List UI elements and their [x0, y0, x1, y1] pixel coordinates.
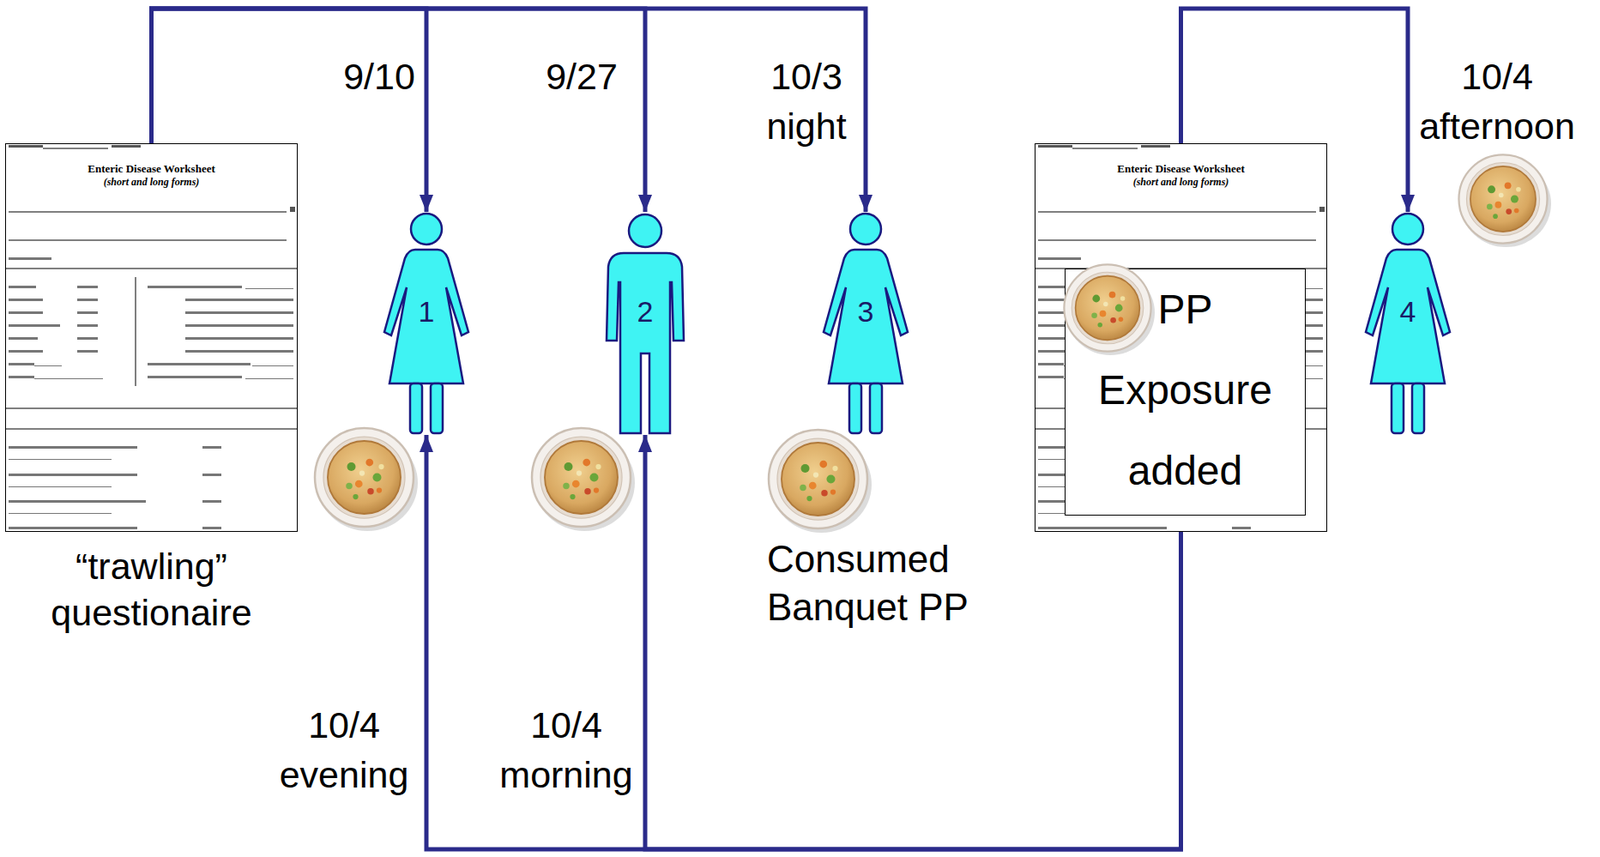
- person-icon: [410, 213, 442, 245]
- person-icon: [869, 383, 882, 434]
- person-icon: [850, 213, 882, 245]
- date-label: 10/4 morning: [499, 700, 633, 800]
- note-label: Consumed Banquet PP: [766, 535, 999, 632]
- person-number: 1: [379, 294, 474, 329]
- person-number: 2: [597, 294, 693, 329]
- date-label: 10/3 night: [766, 51, 846, 151]
- person-icon: [1392, 213, 1424, 245]
- person-icon: [1391, 383, 1404, 434]
- worksheet-illustration: [5, 144, 298, 532]
- person-number: 3: [818, 294, 913, 329]
- person-icon: [430, 383, 443, 434]
- worksheet-document: Enteric Disease Worksheet(short and long…: [5, 143, 298, 532]
- flow-connector: [151, 8, 867, 212]
- date-label: 9/10: [343, 51, 416, 102]
- pot-pie-picture: [314, 428, 418, 532]
- person-icon: [628, 214, 662, 248]
- person-figure: 3: [818, 211, 913, 435]
- document-caption: “trawling” questionaire: [14, 543, 290, 636]
- worksheet-title: Enteric Disease Worksheet: [5, 162, 298, 176]
- worksheet-title: (short and long forms): [1034, 175, 1328, 188]
- pot-pie-picture: [1458, 154, 1552, 248]
- pot-pie-picture: [1060, 260, 1155, 356]
- person-figure: 1: [379, 211, 474, 435]
- person-figure: 4: [1360, 211, 1456, 435]
- worksheet-illustration: [1034, 144, 1328, 532]
- person-number: 4: [1360, 294, 1456, 329]
- date-label: 9/27: [545, 51, 618, 102]
- person-icon: [410, 383, 423, 434]
- date-label: 10/4 evening: [279, 700, 410, 800]
- box-text: PP Exposure added: [1065, 269, 1305, 512]
- worksheet-document: Enteric Disease Worksheet(short and long…: [1034, 143, 1328, 532]
- flow-connector: [151, 8, 647, 212]
- date-label: 10/4 afternoon: [1418, 51, 1576, 151]
- person-figure: 2: [597, 211, 693, 435]
- worksheet-title: (short and long forms): [5, 175, 298, 188]
- person-icon: [849, 383, 862, 434]
- person-icon: [606, 253, 684, 434]
- exposure-box: PP Exposure added: [1064, 268, 1306, 516]
- person-icon: [1412, 383, 1425, 434]
- worksheet-title: Enteric Disease Worksheet: [1034, 162, 1328, 176]
- pot-pie-picture: [1063, 264, 1155, 356]
- pot-pie-picture: [531, 428, 635, 532]
- pot-pie-picture: [768, 429, 872, 533]
